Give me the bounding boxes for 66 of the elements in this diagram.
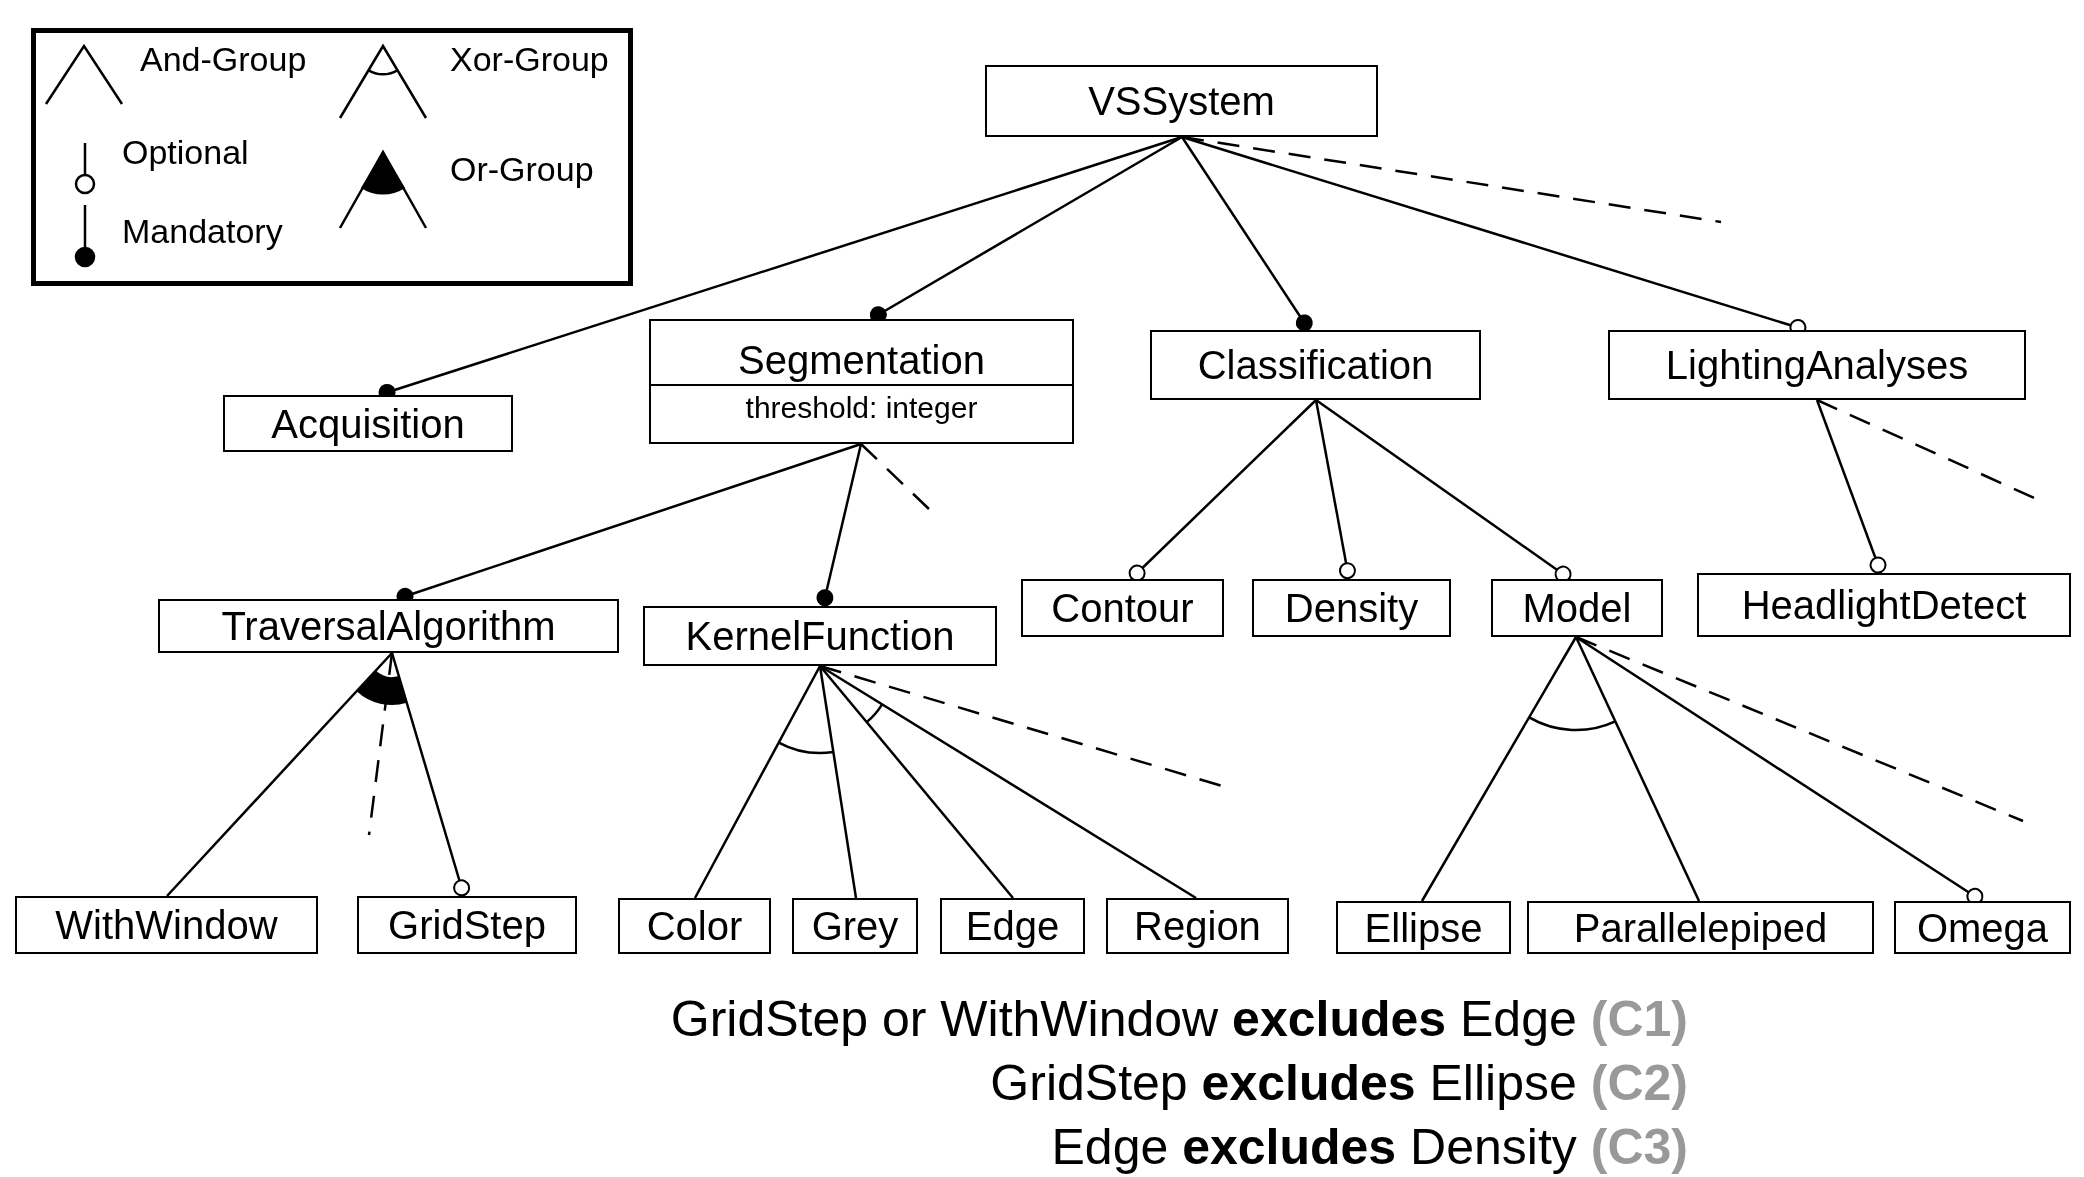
legend-label: Mandatory: [122, 212, 283, 251]
feature-box: [1336, 901, 1511, 954]
feature-label: Parallelepiped: [1572, 904, 1829, 952]
legend-label: And-Group: [140, 40, 307, 79]
dashed-connector: [367, 652, 394, 836]
connector: [1180, 136, 1313, 332]
constraint-id: (C3): [1590, 1118, 1688, 1176]
connector: [1128, 399, 1317, 582]
legend-label: Optional: [122, 133, 249, 172]
feature-box: [940, 898, 1085, 954]
connector: [1314, 399, 1356, 580]
connector: [1815, 399, 1887, 574]
feature-box: [357, 896, 577, 954]
feature-box: [649, 319, 1074, 444]
feature-box: [1527, 901, 1874, 954]
feature-label: Ellipse: [1363, 904, 1484, 952]
feature-box: [1608, 330, 2026, 400]
connector: [816, 443, 863, 607]
feature-box: [223, 395, 513, 452]
feature-box: [15, 896, 318, 954]
feature-box: [1150, 330, 1481, 400]
dashed-connector: [860, 443, 931, 511]
connector: [693, 665, 822, 899]
feature-label: Model: [1521, 585, 1633, 632]
feature-box: [643, 606, 997, 666]
feature-box: [1252, 579, 1451, 637]
feature-label: Color: [645, 903, 744, 950]
feature-label: GridStep: [387, 902, 547, 949]
feature-label: Omega: [1915, 904, 2050, 952]
feature-box: [1894, 901, 2071, 954]
feature-box: [985, 65, 1378, 137]
feature-label: LightingAnalyses: [1664, 342, 1970, 389]
connector: [390, 652, 471, 897]
legend-label: Xor-Group: [450, 40, 609, 79]
feature-label: Contour: [1050, 585, 1195, 632]
feature-box: [1697, 573, 2071, 637]
feature-label: Grey: [810, 903, 900, 950]
connector: [166, 652, 393, 897]
feature-label: KernelFunction: [684, 613, 956, 660]
feature-label: Classification: [1196, 342, 1435, 389]
feature-label: VSSystem: [1087, 78, 1276, 125]
constraint-text: Edge excludes Density: [1051, 1118, 1577, 1176]
feature-label: WithWindow: [54, 902, 279, 949]
feature-label: TraversalAlgorithm: [220, 603, 557, 650]
feature-box: [792, 898, 918, 954]
feature-label: Acquisition: [270, 400, 466, 448]
feature-box: [1491, 579, 1663, 637]
feature-label: HeadlightDetect: [1740, 582, 2028, 629]
connector: [818, 665, 858, 899]
constraint-text: GridStep excludes Ellipse: [990, 1054, 1577, 1112]
feature-box: [618, 898, 771, 954]
feature-label: Density: [1283, 585, 1420, 632]
connector: [819, 665, 1014, 899]
constraint-text: GridStep or WithWindow excludes Edge: [670, 990, 1577, 1048]
connector: [1574, 636, 1701, 902]
feature-label: Edge: [964, 903, 1061, 950]
constraint-id: (C1): [1590, 990, 1688, 1048]
feature-label: Segmentation: [737, 336, 986, 384]
legend-label: Or-Group: [450, 150, 594, 189]
connector: [1420, 636, 1578, 902]
feature-label: Region: [1133, 903, 1262, 950]
feature-box: [1021, 579, 1224, 637]
constraint-id: (C2): [1590, 1054, 1688, 1112]
attribute-label: threshold: integer: [651, 383, 1072, 428]
feature-box: [158, 599, 619, 653]
feature-box: [1106, 898, 1289, 954]
